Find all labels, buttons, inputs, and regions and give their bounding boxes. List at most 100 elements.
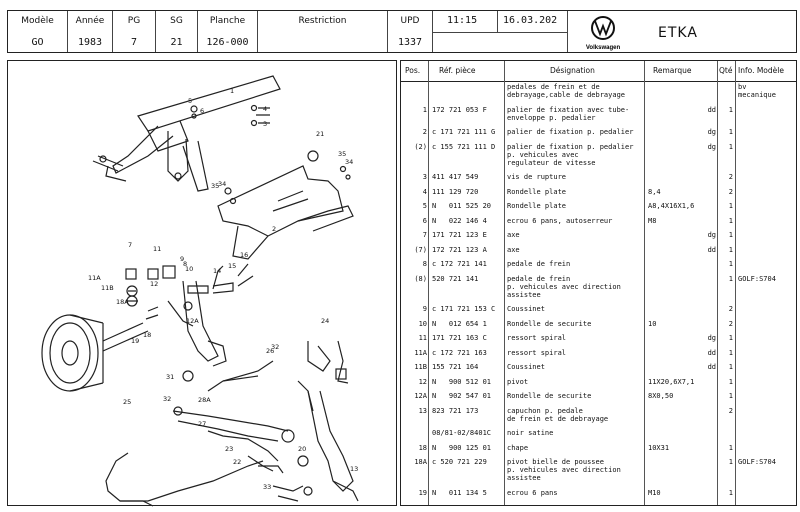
- upd-label: UPD: [400, 16, 420, 26]
- callout-label: 11: [153, 245, 161, 253]
- callout-label: 4: [263, 105, 267, 113]
- cell-remarque: dd: [707, 245, 716, 254]
- datetime-cell: 11:15 16.03.202: [433, 11, 568, 52]
- restriction-cell: Restriction: [258, 11, 388, 52]
- cell-qte: 1: [728, 443, 733, 452]
- callout-label: 33: [263, 483, 271, 491]
- cell-qte: 2: [728, 187, 733, 196]
- callout-label: 26: [266, 347, 274, 355]
- upd-cell: UPD 1337: [388, 11, 433, 52]
- cell-pos: 11A: [414, 348, 427, 357]
- cell-pos: 12: [418, 377, 427, 386]
- time-value: 11:15: [447, 15, 478, 26]
- cell-qte: 1: [728, 216, 733, 225]
- cell-designation: pivot bielle de poussee p. vehicules ave…: [507, 458, 621, 482]
- cell-designation: palier de fixation p. pedalier p. vehicu…: [507, 142, 634, 167]
- modele-cell: Modèle GO: [8, 11, 68, 52]
- cell-ref: 823 721 173: [432, 406, 479, 415]
- cell-designation: ressort spiral: [507, 334, 567, 342]
- cell-info: GOLF:S704: [738, 274, 776, 283]
- planche-label: Planche: [209, 16, 246, 26]
- cell-remarque: dg: [707, 128, 716, 136]
- app-title: ETKA: [658, 25, 698, 41]
- sg-cell: SG 21: [156, 11, 198, 52]
- callout-label: 7: [128, 241, 132, 249]
- cell-remarque: dd: [707, 348, 716, 357]
- annee-cell: Année 1983: [68, 11, 113, 52]
- callout-label: 5: [188, 97, 192, 105]
- callout-label: 32: [163, 395, 171, 403]
- cell-qte: 1: [728, 105, 733, 114]
- cell-ref: c 172 721 163: [432, 348, 487, 357]
- callout-label: 35: [211, 182, 219, 190]
- cell-qte: 1: [728, 392, 733, 400]
- table-row[interactable]: pedales de frein et de debrayage,cable d…: [401, 83, 796, 99]
- header-info: Info. Modèle: [738, 66, 784, 75]
- cell-pos: 4: [422, 187, 427, 196]
- cell-pos: 13: [418, 406, 427, 415]
- header-designation: Désignation: [550, 66, 595, 75]
- cell-remarque: 10X31: [648, 443, 670, 452]
- cell-ref: 08/81-02/8401C: [432, 429, 492, 437]
- cell-remarque: M8: [648, 216, 657, 225]
- callout-label: 25: [123, 398, 131, 406]
- cell-pos: 11B: [414, 363, 427, 371]
- modele-label: Modèle: [21, 16, 54, 26]
- cell-qte: 2: [728, 319, 733, 328]
- cell-qte: 1: [728, 128, 733, 136]
- cell-qte: 1: [728, 348, 733, 357]
- cell-pos: 10: [418, 319, 427, 328]
- planche-value: 126-000: [206, 37, 249, 48]
- callout-label: 1: [230, 87, 234, 95]
- cell-info: GOLF:S704: [738, 458, 776, 466]
- callout-label: 22: [233, 458, 241, 466]
- annee-value: 1983: [77, 37, 103, 48]
- callout-label: 9: [180, 255, 184, 263]
- cell-designation: pedale de frein p. vehicules avec direct…: [507, 274, 621, 299]
- cell-ref: c 171 721 111 G: [432, 128, 496, 136]
- header-remarque: Remarque: [653, 66, 692, 75]
- callout-label: 20: [298, 445, 306, 453]
- callout-label: 16: [240, 251, 248, 259]
- pg-value: 7: [130, 37, 138, 48]
- modele-value: GO: [31, 37, 44, 48]
- cell-qte: 2: [728, 173, 733, 181]
- annee-label: Année: [75, 16, 105, 26]
- cell-remarque: 11X20,6X7,1: [648, 377, 695, 386]
- cell-remarque: A8,4X16X1,6: [648, 202, 695, 210]
- cell-remarque: dg: [707, 231, 716, 239]
- callout-label: 19: [131, 337, 139, 345]
- cell-qte: 1: [728, 274, 733, 283]
- cell-remarque: dg: [707, 142, 716, 151]
- cell-pos: 9: [422, 305, 427, 313]
- cell-designation: palier de fixation avec tube- enveloppe …: [507, 105, 630, 122]
- restriction-label: Restriction: [298, 16, 347, 26]
- sg-label: SG: [170, 16, 183, 26]
- callout-label: 3: [263, 120, 267, 128]
- cell-ref: c 155 721 111 D: [432, 142, 496, 151]
